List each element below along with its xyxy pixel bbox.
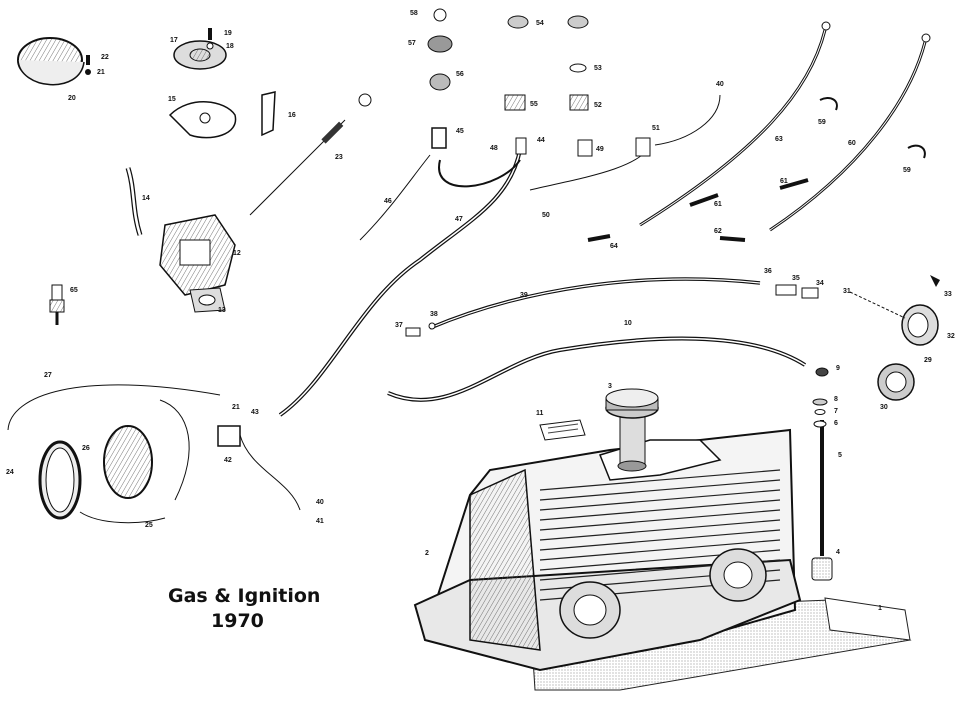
part-label-37: 37 bbox=[395, 322, 403, 329]
part-label-15: 15 bbox=[168, 96, 176, 103]
part-label-4: 4 bbox=[836, 549, 840, 556]
part-label-42: 42 bbox=[224, 457, 232, 464]
plug-connector-part-3 bbox=[635, 137, 651, 157]
part-label-55: 55 bbox=[530, 101, 538, 108]
part-label-29: 29 bbox=[924, 357, 932, 364]
part-label-27: 27 bbox=[44, 372, 52, 379]
diagram-title: Gas & Ignition bbox=[168, 585, 321, 607]
part-label-18: 18 bbox=[226, 43, 234, 50]
part-label-21b: 21 bbox=[232, 404, 240, 411]
part-label-61: 61 bbox=[780, 178, 788, 185]
part-label-48: 48 bbox=[490, 145, 498, 152]
part-label-33: 33 bbox=[944, 291, 952, 298]
part-label-21: 21 bbox=[97, 69, 105, 76]
part-label-46: 46 bbox=[384, 198, 392, 205]
part-label-32: 32 bbox=[947, 333, 955, 340]
part-label-12: 12 bbox=[233, 250, 241, 257]
air-cleaner-part bbox=[17, 37, 227, 86]
part-label-16: 16 bbox=[288, 112, 296, 119]
part-label-3: 3 bbox=[608, 383, 612, 390]
part-label-40b: 40 bbox=[716, 81, 724, 88]
part-label-43: 43 bbox=[251, 409, 259, 416]
part-label-35: 35 bbox=[792, 275, 800, 282]
part-label-22: 22 bbox=[101, 54, 109, 61]
part-label-49: 49 bbox=[596, 146, 604, 153]
part-label-38: 38 bbox=[430, 311, 438, 318]
plug-connector-part-2 bbox=[577, 139, 593, 157]
part-label-30: 30 bbox=[880, 404, 888, 411]
part-label-10: 10 bbox=[624, 320, 632, 327]
part-label-57: 57 bbox=[408, 40, 416, 47]
part-label-20: 20 bbox=[68, 95, 76, 102]
gas-cap-part bbox=[605, 388, 659, 472]
part-label-60: 60 bbox=[848, 140, 856, 147]
switch-parts bbox=[427, 8, 589, 111]
diagram-year: 1970 bbox=[211, 610, 264, 632]
spark-plug-part bbox=[49, 284, 65, 325]
part-label-14: 14 bbox=[142, 195, 150, 202]
part-label-44: 44 bbox=[537, 137, 545, 144]
carburetor-part bbox=[159, 214, 236, 313]
part-label-19: 19 bbox=[224, 30, 232, 37]
part-label-24: 24 bbox=[6, 469, 14, 476]
part-label-8: 8 bbox=[834, 396, 838, 403]
part-label-40: 40 bbox=[316, 499, 324, 506]
part-label-13: 13 bbox=[218, 307, 226, 314]
part-label-58: 58 bbox=[410, 10, 418, 17]
part-label-1: 1 bbox=[878, 605, 882, 612]
choke-cable-parts bbox=[587, 29, 927, 242]
part-label-47: 47 bbox=[455, 216, 463, 223]
part-label-54: 54 bbox=[536, 20, 544, 27]
part-label-31: 31 bbox=[843, 288, 851, 295]
part-label-2: 2 bbox=[425, 550, 429, 557]
tail-light-part bbox=[849, 275, 940, 401]
part-label-61b: 61 bbox=[714, 201, 722, 208]
part-label-51: 51 bbox=[652, 125, 660, 132]
part-label-39: 39 bbox=[520, 292, 528, 299]
part-label-64: 64 bbox=[610, 243, 618, 250]
decal-part bbox=[539, 419, 586, 441]
switch-connector-part bbox=[431, 127, 447, 149]
part-label-36: 36 bbox=[764, 268, 772, 275]
part-labels: 1 2 3 4 5 6 7 8 9 10 11 12 13 14 15 16 1… bbox=[6, 10, 955, 612]
part-label-62: 62 bbox=[714, 228, 722, 235]
part-label-17: 17 bbox=[170, 37, 178, 44]
part-label-53: 53 bbox=[594, 65, 602, 72]
part-label-52: 52 bbox=[594, 102, 602, 109]
part-label-5: 5 bbox=[838, 452, 842, 459]
part-label-41: 41 bbox=[316, 518, 324, 525]
part-label-56: 56 bbox=[456, 71, 464, 78]
part-label-45: 45 bbox=[456, 128, 464, 135]
fuel-filter-part bbox=[811, 367, 833, 581]
bracket-part bbox=[168, 91, 276, 139]
part-label-6: 6 bbox=[834, 420, 838, 427]
wiring-harness-part bbox=[239, 94, 721, 511]
throttle-cable-part bbox=[249, 93, 372, 216]
part-label-7: 7 bbox=[834, 408, 838, 415]
fuel-line-part bbox=[387, 277, 807, 402]
part-label-26: 26 bbox=[82, 445, 90, 452]
part-label-9: 9 bbox=[836, 365, 840, 372]
part-label-25: 25 bbox=[145, 522, 153, 529]
part-label-11: 11 bbox=[536, 410, 544, 417]
headlight-part bbox=[7, 384, 221, 524]
part-label-59: 59 bbox=[818, 119, 826, 126]
choke-knob-part bbox=[821, 21, 831, 31]
part-label-63: 63 bbox=[775, 136, 783, 143]
part-label-59b: 59 bbox=[903, 167, 911, 174]
coil-connector-part bbox=[217, 425, 241, 447]
part-label-50: 50 bbox=[542, 212, 550, 219]
part-label-34: 34 bbox=[816, 280, 824, 287]
connector-parts bbox=[405, 284, 819, 337]
part-label-23: 23 bbox=[335, 154, 343, 161]
screw-parts bbox=[85, 28, 214, 75]
choke-knob-part-2 bbox=[921, 33, 931, 43]
part-label-65: 65 bbox=[70, 287, 78, 294]
plug-connector-part bbox=[515, 137, 527, 155]
